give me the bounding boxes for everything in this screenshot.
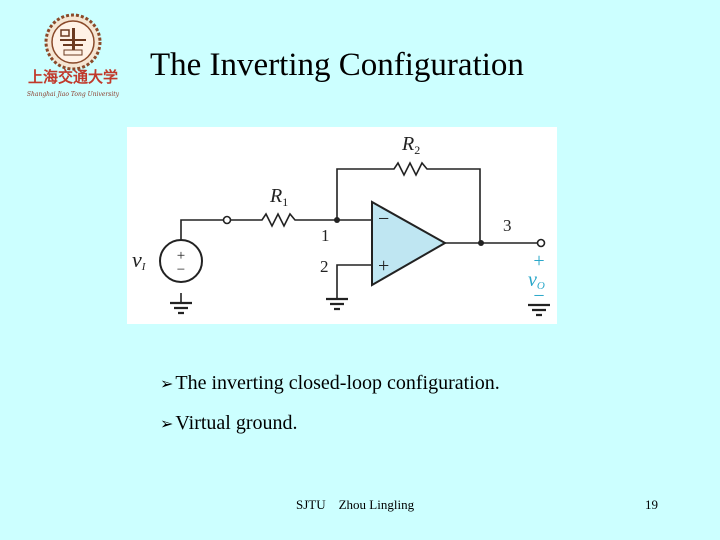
svg-text:2: 2	[320, 257, 329, 276]
svg-text:−: −	[533, 285, 544, 307]
bullet-list: ➢The inverting closed-loop configuration…	[160, 371, 500, 451]
logo-emblem-icon: 上海交通大学 Shanghai Jiao Tong University	[27, 13, 120, 98]
ground-icon	[170, 297, 550, 317]
opamp-triangle-icon	[371, 200, 448, 287]
svg-text:3: 3	[503, 216, 512, 235]
svg-text:1: 1	[321, 226, 330, 245]
bullet-item: ➢The inverting closed-loop configuration…	[160, 372, 500, 394]
svg-text:+: +	[378, 255, 389, 277]
svg-text:+: +	[177, 248, 185, 264]
arrow-bullet-icon: ➢	[160, 414, 174, 433]
svg-text:vI: vI	[132, 247, 147, 273]
university-logo: 上海交通大学 Shanghai Jiao Tong University	[14, 12, 132, 104]
slide-title: The Inverting Configuration	[150, 47, 524, 83]
svg-text:Shanghai Jiao Tong University: Shanghai Jiao Tong University	[27, 91, 120, 98]
svg-text:R2: R2	[401, 133, 420, 157]
svg-text:+: +	[533, 250, 544, 272]
page-number: 19	[645, 497, 658, 512]
svg-text:vO: vO	[528, 269, 545, 292]
svg-text:−: −	[378, 208, 389, 230]
footer-author: SJTU Zhou Lingling	[296, 497, 415, 512]
svg-text:上海交通大学: 上海交通大学	[28, 68, 118, 86]
voltage-source-icon	[159, 239, 203, 283]
svg-text:R1: R1	[269, 185, 288, 209]
svg-text:−: −	[177, 262, 185, 278]
arrow-bullet-icon: ➢	[160, 374, 174, 393]
bullet-item: ➢Virtual ground.	[160, 412, 298, 434]
inverting-opamp-circuit-diagram: R1 R2 1 2 3 − + + − vI + vO −	[127, 127, 557, 324]
